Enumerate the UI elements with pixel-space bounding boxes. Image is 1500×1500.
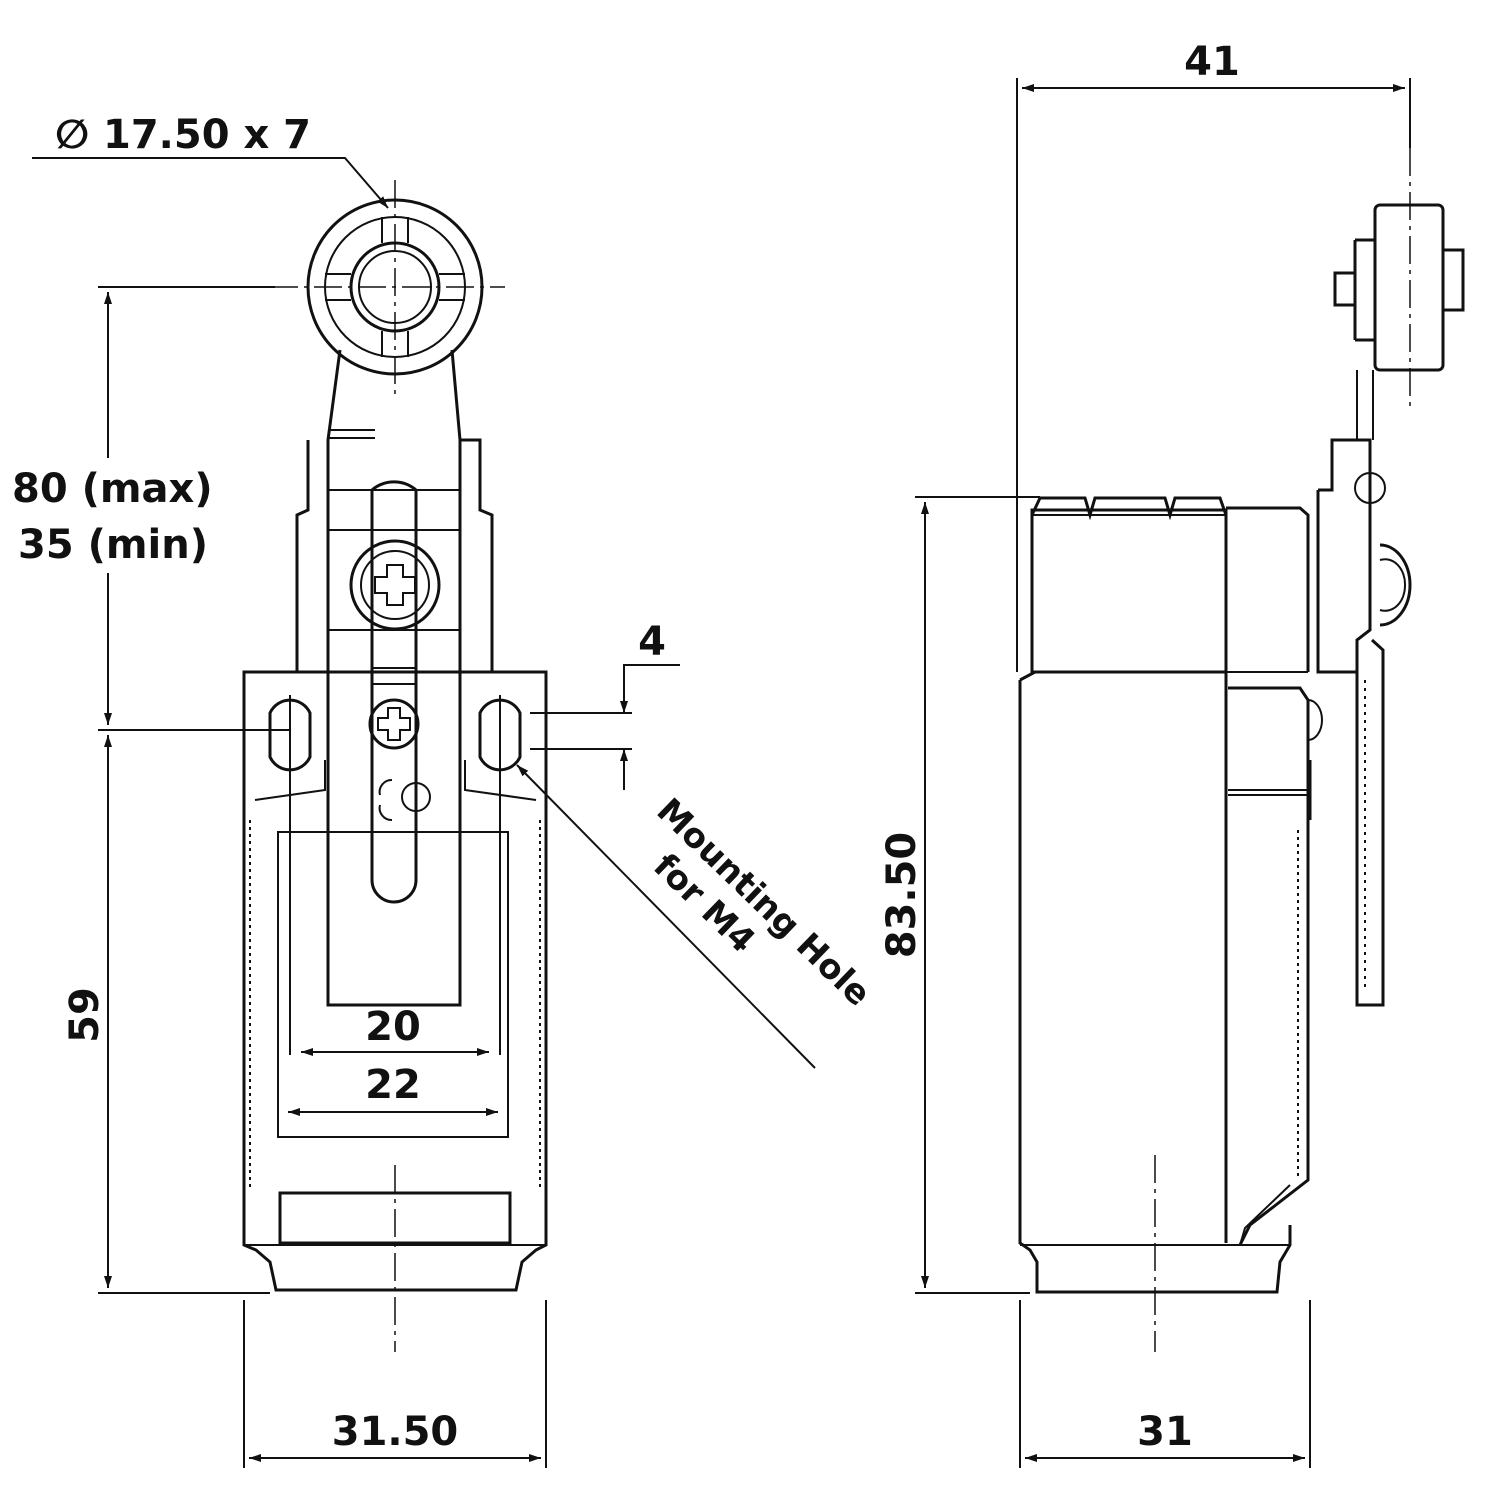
switch-body-side: [1018, 670, 1324, 1294]
front-width-label: 31.50: [332, 1409, 459, 1455]
hole-spacing-outer-label: 22: [365, 1062, 421, 1108]
total-height-label: 83.50: [879, 832, 925, 959]
roller-side-profile: [1333, 203, 1465, 440]
total-depth-label: 41: [1184, 39, 1240, 85]
mount-height-label: 59: [62, 987, 108, 1043]
body-depth-label: 31: [1137, 1409, 1193, 1455]
hole-spacing-inner-label: 20: [365, 1004, 421, 1050]
roller-dimension-label: 17.50 x 7: [103, 112, 311, 158]
lever-max-label: 80 (max): [12, 466, 213, 512]
front-view: [242, 180, 548, 1352]
lever-min-label: 35 (min): [18, 522, 208, 568]
switch-body-front: [242, 667, 548, 1292]
roller-diameter-symbol: ∅: [55, 112, 89, 158]
front-view-dimensions: ∅ 17.50 x 7 80 (max) 35 (min) 59 4 Mount…: [8, 112, 878, 1468]
side-view-dimensions: 41 83.50 31: [875, 39, 1411, 1468]
lever-side-profile: [1316, 438, 1412, 1007]
side-view: [1018, 148, 1465, 1352]
slot-size-label: 4: [638, 619, 666, 665]
lever-arm: [326, 349, 462, 1007]
